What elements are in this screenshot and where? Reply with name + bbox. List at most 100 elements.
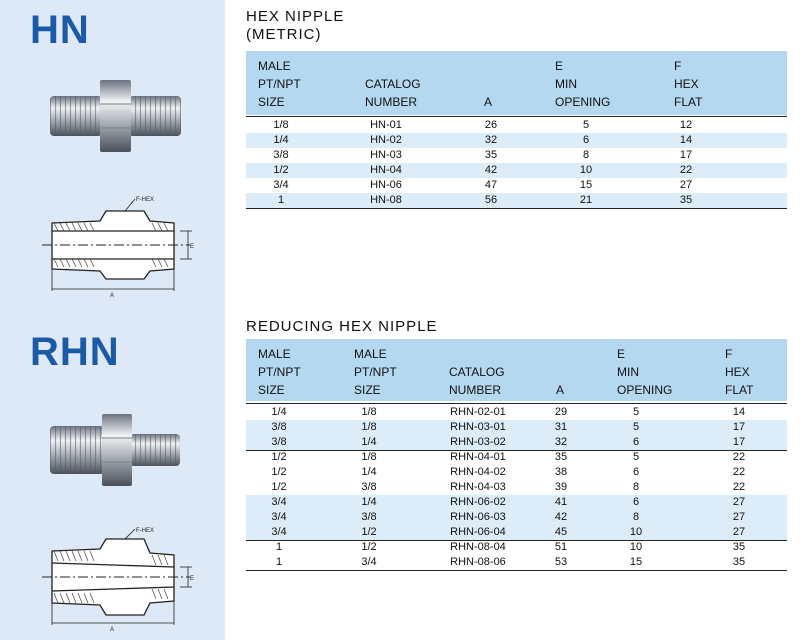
row-separator <box>246 570 787 571</box>
hn-product-photo <box>50 80 181 152</box>
cell-f: 27 <box>732 496 746 508</box>
hn-header-e-1: E <box>555 59 564 73</box>
cell-size: 3/4 <box>273 179 289 191</box>
hn-header-catalog-1: CATALOG <box>365 77 421 91</box>
cell-a: 32 <box>484 134 498 146</box>
row-separator <box>246 208 787 209</box>
cell-catalog: RHN-04-02 <box>450 466 506 478</box>
rhn-header-size2-1: MALE <box>354 347 387 361</box>
hn-diagram-a-label: A <box>110 293 114 299</box>
cell-size2: 1/8 <box>361 451 377 463</box>
cell-size2: 3/4 <box>361 556 377 568</box>
cell-size1: 1/4 <box>271 406 287 418</box>
cell-a: 53 <box>554 556 568 568</box>
cell-e: 6 <box>632 436 640 448</box>
rhn-header-f-2: HEX <box>725 365 750 379</box>
cell-catalog: RHN-03-02 <box>450 436 506 448</box>
hn-header-f-3: FLAT <box>674 95 703 109</box>
rhn-dimension-diagram: F-HEX A E <box>42 528 194 633</box>
cell-size1: 1/2 <box>271 466 287 478</box>
cell-a: 29 <box>554 406 568 418</box>
rhn-product-photo <box>50 414 180 486</box>
cell-size1: 3/4 <box>271 526 287 538</box>
rhn-table: MALE PT/NPT SIZE MALE PT/NPT SIZE CATALO… <box>246 339 787 571</box>
cell-e: 15 <box>629 556 643 568</box>
rhn-header-size1-1: MALE <box>258 347 291 361</box>
cell-f: 35 <box>679 194 693 206</box>
cell-size2: 1/2 <box>361 541 377 553</box>
side-panel: HN <box>0 0 225 640</box>
cell-catalog: HN-08 <box>370 194 402 206</box>
rhn-header-size1-3: SIZE <box>258 383 285 397</box>
hn-title-line1: HEX NIPPLE <box>246 8 345 25</box>
hn-table: MALE PT/NPT SIZE CATALOG NUMBER A E MIN … <box>246 51 787 209</box>
cell-size: 1/2 <box>273 164 289 176</box>
hn-dimension-diagram: F-HEX A E <box>42 197 194 299</box>
cell-f: 22 <box>679 164 693 176</box>
cell-e: 5 <box>582 119 590 131</box>
cell-catalog: RHN-02-01 <box>450 406 506 418</box>
cell-f: 27 <box>732 511 746 523</box>
rhn-header-e-3: OPENING <box>617 383 673 397</box>
cell-size: 1 <box>277 194 285 206</box>
cell-f: 12 <box>679 119 693 131</box>
rhn-title: REDUCING HEX NIPPLE <box>246 318 438 335</box>
cell-a: 38 <box>554 466 568 478</box>
cell-e: 6 <box>632 466 640 478</box>
cell-size2: 1/4 <box>361 436 377 448</box>
cell-size2: 1/4 <box>361 496 377 508</box>
cell-catalog: RHN-08-06 <box>450 556 506 568</box>
cell-size1: 3/4 <box>271 511 287 523</box>
rhn-header-size2-2: PT/NPT <box>354 365 397 379</box>
cell-f: 17 <box>732 436 746 448</box>
cell-e: 5 <box>632 451 640 463</box>
cell-size2: 3/8 <box>361 481 377 493</box>
cell-catalog: HN-02 <box>370 134 402 146</box>
cell-f: 35 <box>732 541 746 553</box>
cell-f: 22 <box>732 481 746 493</box>
hn-title-line2: (METRIC) <box>246 26 322 43</box>
cell-catalog: RHN-06-04 <box>450 526 506 538</box>
cell-a: 42 <box>484 164 498 176</box>
cell-f: 14 <box>679 134 693 146</box>
cell-e: 21 <box>579 194 593 206</box>
cell-size1: 3/8 <box>271 436 287 448</box>
cell-catalog: RHN-06-03 <box>450 511 506 523</box>
cell-size: 3/8 <box>273 149 289 161</box>
cell-e: 6 <box>632 496 640 508</box>
rhn-header-size1-2: PT/NPT <box>258 365 301 379</box>
hn-diagram-hex-label: F-HEX <box>136 197 154 203</box>
cell-size2: 3/8 <box>361 511 377 523</box>
cell-f: 22 <box>732 451 746 463</box>
rhn-diagram-hex-label: F-HEX <box>136 528 154 534</box>
cell-a: 47 <box>484 179 498 191</box>
cell-size1: 1 <box>275 556 283 568</box>
rhn-header-a: A <box>556 383 565 397</box>
rhn-diagram-a-label: A <box>110 627 114 633</box>
hn-table-header: MALE PT/NPT SIZE CATALOG NUMBER A E MIN … <box>246 51 787 115</box>
hn-header-f-1: F <box>674 59 682 73</box>
rhn-product-code: RHN <box>30 330 120 374</box>
cell-e: 6 <box>582 134 590 146</box>
cell-catalog: RHN-04-03 <box>450 481 506 493</box>
cell-size1: 3/8 <box>271 421 287 433</box>
rhn-header-size2-3: SIZE <box>354 383 381 397</box>
cell-catalog: RHN-04-01 <box>450 451 506 463</box>
cell-f: 17 <box>732 421 746 433</box>
rhn-header-catalog-1: CATALOG <box>449 365 505 379</box>
cell-e: 15 <box>579 179 593 191</box>
